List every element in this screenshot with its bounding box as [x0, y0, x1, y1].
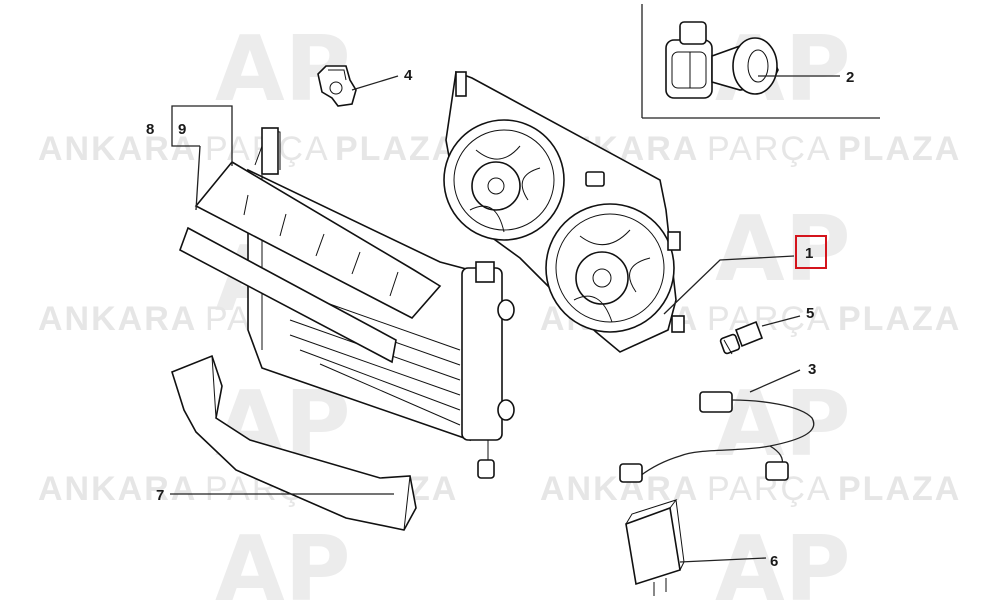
watermark-text: PARÇA	[707, 300, 832, 338]
watermark-text: PLAZA	[335, 130, 458, 168]
leader-lines	[170, 75, 840, 563]
part-3-wiring-harness[interactable]	[619, 391, 815, 483]
watermark-logo: AP	[715, 372, 851, 477]
watermark-text: PLAZA	[838, 130, 961, 168]
watermark-text: ANKARA	[38, 130, 197, 168]
callout-9[interactable]: 9	[178, 121, 186, 138]
watermark-text: PLAZA	[838, 300, 961, 338]
watermark-text: PLAZA	[838, 470, 961, 508]
part-6-relay[interactable]	[625, 499, 685, 596]
watermark-text: ANKARA	[38, 470, 197, 508]
callout-1[interactable]: 1	[805, 245, 813, 262]
callout-5[interactable]: 5	[806, 305, 814, 322]
part-2-connector[interactable]	[665, 21, 779, 99]
part-7-bracket[interactable]	[171, 354, 417, 531]
part-1-fan-assembly[interactable]	[443, 70, 685, 353]
part-4-clip[interactable]	[317, 65, 357, 107]
part-8-9-deflector[interactable]	[179, 160, 442, 364]
watermark-logo: AP	[715, 197, 851, 302]
watermark-logo: AP	[215, 517, 351, 600]
callout-3[interactable]: 3	[808, 361, 816, 378]
watermark-logo: AP	[715, 517, 851, 600]
callout-7[interactable]: 7	[156, 487, 164, 504]
part-5-thermo-switch[interactable]	[719, 320, 764, 355]
deflector-teeth	[243, 194, 399, 297]
watermark-text: PARÇA	[707, 130, 832, 168]
callout-labels: 1 2 3 4 5 6 7 8 9	[146, 67, 854, 570]
callout-4[interactable]: 4	[404, 67, 413, 84]
callout-6[interactable]: 6	[770, 553, 778, 570]
callout-1-highlight	[795, 235, 827, 269]
callout-2[interactable]: 2	[846, 69, 854, 86]
inset-frame	[641, 4, 880, 119]
callout-8[interactable]: 8	[146, 121, 154, 138]
watermark-text: ANKARA	[38, 300, 197, 338]
